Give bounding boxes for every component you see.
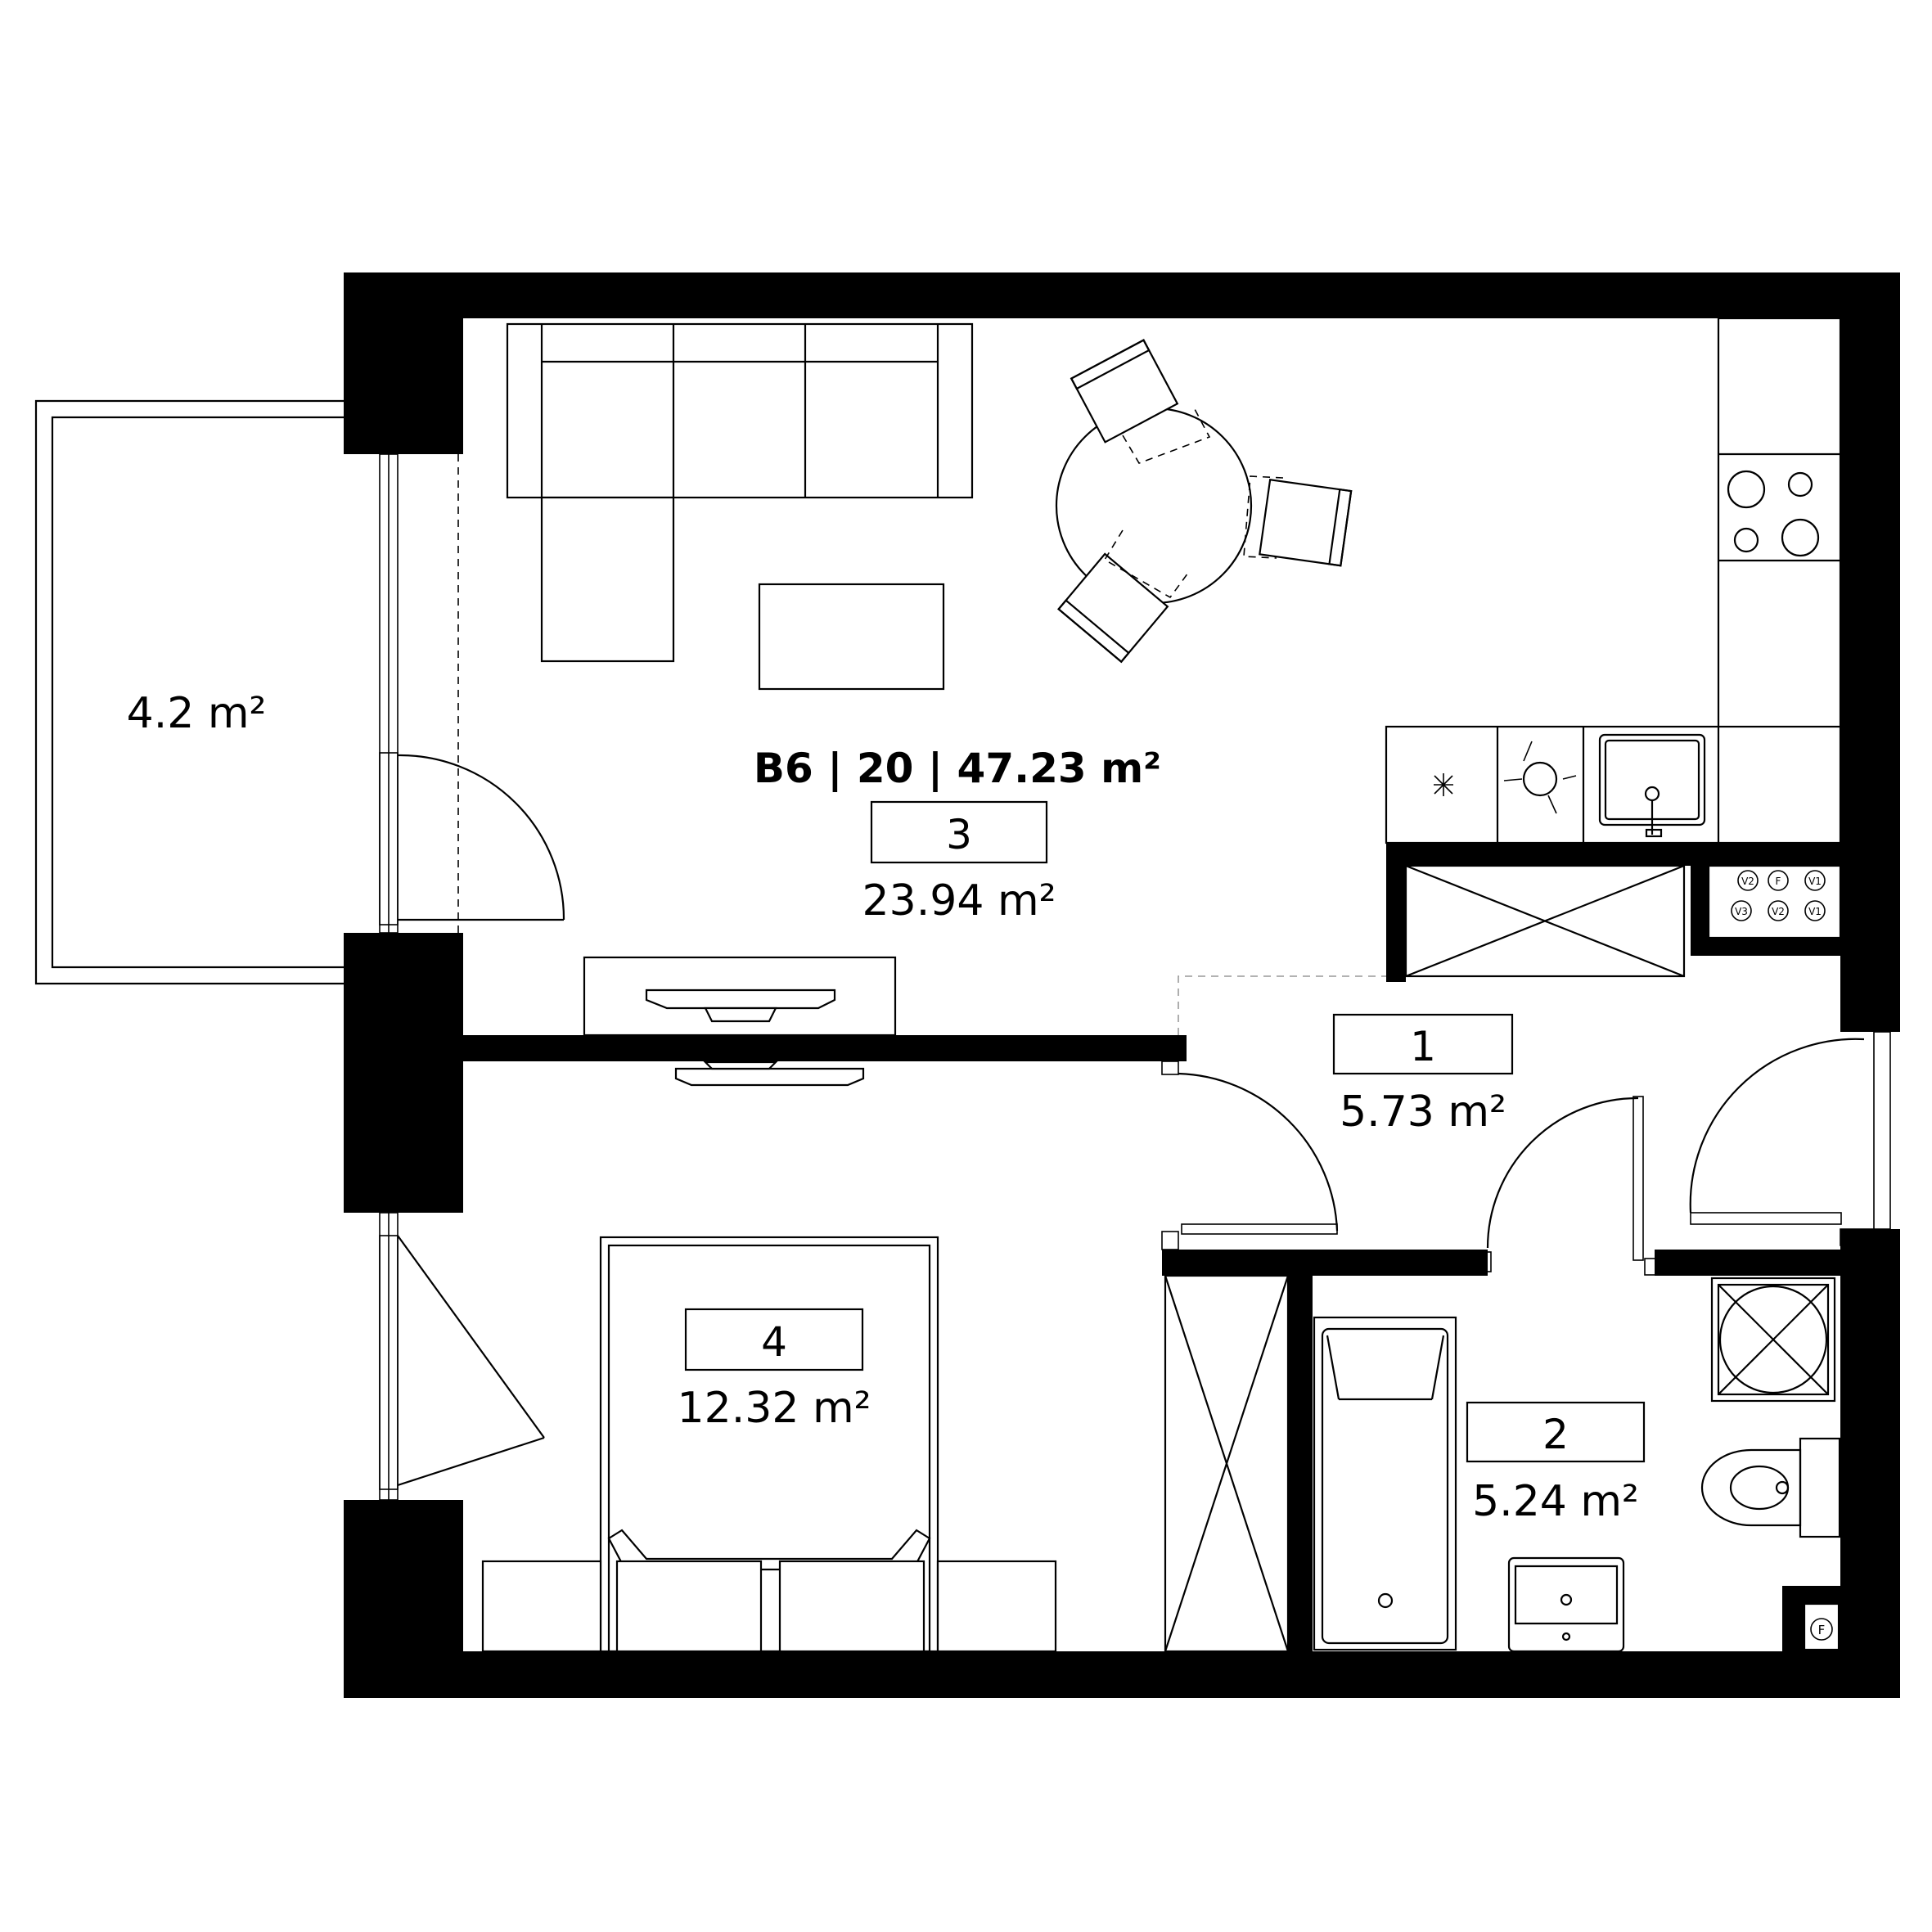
washing-machine: [1710, 1277, 1836, 1403]
nightstand-left: [481, 1560, 602, 1653]
dining-set: [1055, 339, 1353, 664]
svg-text:F: F: [1776, 876, 1781, 887]
bed: [599, 1236, 939, 1653]
svg-text:F: F: [1818, 1623, 1826, 1637]
balcony: 4.2 m²: [34, 399, 344, 985]
washbasin: [1507, 1556, 1625, 1653]
room-number: 3: [946, 811, 972, 858]
room-label-2: 2 5.24 m²: [1466, 1401, 1646, 1526]
wall-storage-top: [1386, 843, 1840, 866]
svg-text:V1: V1: [1808, 906, 1822, 917]
bathtub: [1313, 1316, 1457, 1651]
wall-wardrobe-top: [1162, 1250, 1488, 1276]
wall-top: [344, 272, 1900, 318]
room-area: 5.73 m²: [1340, 1088, 1506, 1137]
ventilation-shaft: V2 F V1 V3 V2 V1: [1707, 864, 1842, 939]
sofa: [506, 322, 974, 663]
toilet: [1700, 1437, 1841, 1538]
wall-right-lower: [1840, 1229, 1900, 1698]
entrance-door: [1689, 1031, 1891, 1246]
wall-right-upper: [1840, 272, 1900, 1032]
bedroom-door: [1161, 1061, 1339, 1250]
walls: [344, 272, 1900, 1698]
unit-title: B6 | 20 | 47.23 m²: [754, 745, 1161, 792]
balcony-area-label: 4.2 m²: [127, 689, 267, 738]
svg-text:V2: V2: [1772, 906, 1785, 917]
wall-bath-top-right: [1655, 1250, 1840, 1276]
room-area: 12.32 m²: [678, 1384, 871, 1433]
svg-text:V2: V2: [1741, 876, 1754, 887]
wall-living-bedroom: [463, 1035, 1187, 1061]
tv-unit: [583, 956, 897, 1087]
vent-f-icon: F: [1768, 870, 1789, 891]
room-label-4: 4 12.32 m²: [678, 1308, 871, 1433]
wall-bottom: [344, 1651, 1900, 1698]
room-area: 23.94 m²: [862, 876, 1056, 925]
svg-text:V3: V3: [1735, 906, 1748, 917]
room-label-1: 1 5.73 m²: [1332, 1013, 1514, 1137]
fridge-snowflake-icon: [1434, 773, 1453, 796]
svg-text:V1: V1: [1808, 876, 1822, 887]
coffee-table: [758, 583, 945, 691]
vent-v2b-icon: V2: [1768, 900, 1789, 921]
nightstand-right: [936, 1560, 1057, 1653]
bath-vent-icon: F: [1803, 1602, 1840, 1651]
wardrobe: [1164, 1274, 1290, 1653]
wall-left-top: [344, 272, 463, 454]
room-number: 4: [761, 1318, 787, 1366]
wall-left-bottom: [344, 1500, 463, 1698]
vent-v1-icon: V1: [1804, 870, 1826, 891]
room-number: 1: [1410, 1023, 1436, 1070]
wall-left-middle: [344, 933, 463, 1213]
hob-icon: [1727, 470, 1820, 557]
room-number: 2: [1542, 1411, 1569, 1458]
wall-storage-left: [1386, 843, 1406, 982]
dishwasher-icon: [1503, 741, 1577, 814]
sink-icon: [1598, 733, 1706, 838]
vent-v1b-icon: V1: [1804, 900, 1826, 921]
kitchen-zone-line: [1178, 975, 1386, 1035]
vent-v2-icon: V2: [1737, 870, 1759, 891]
bathroom-door: [1474, 1096, 1659, 1276]
wall-bath-left: [1288, 1250, 1313, 1651]
balcony-door: [379, 453, 565, 934]
vent-v3-icon: V3: [1731, 900, 1752, 921]
bedroom-window: [379, 1212, 545, 1501]
room-label-3: 3 23.94 m²: [862, 800, 1056, 925]
wall-shaft-left: [1691, 866, 1709, 956]
room-area: 5.24 m²: [1472, 1477, 1639, 1526]
wall-shaft-bottom: [1691, 938, 1840, 956]
kitchen: [1385, 317, 1842, 844]
storage-closet: [1404, 864, 1686, 978]
